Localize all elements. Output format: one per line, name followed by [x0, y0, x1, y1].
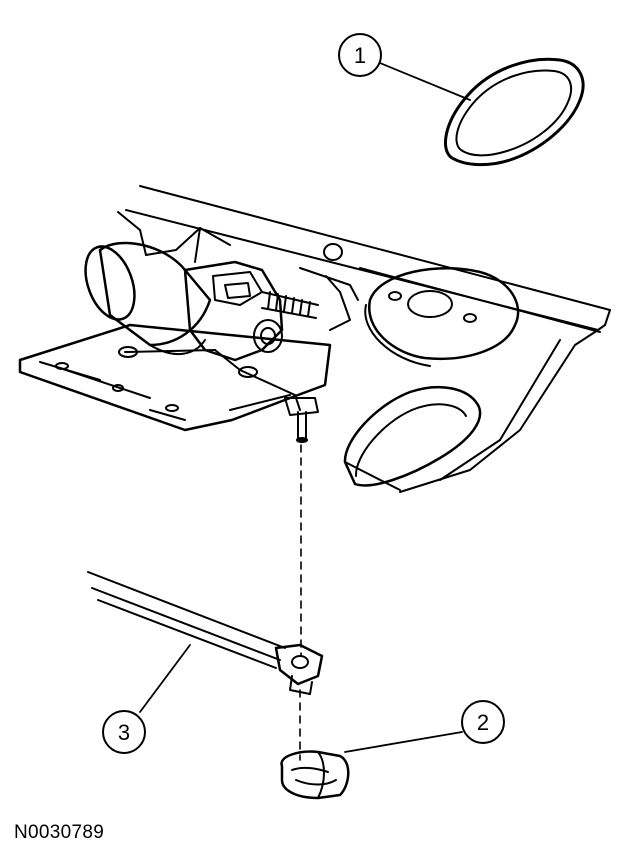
- gasket-part-1: [443, 57, 585, 167]
- alignment-line: [299, 444, 302, 761]
- callout-number-3: 3: [118, 720, 130, 745]
- callout-circle-3: [102, 710, 146, 754]
- body-panel: [117, 185, 611, 493]
- callout-circle-2: [461, 700, 505, 744]
- clip-part-2: [280, 750, 350, 800]
- wiper-motor-assembly: [18, 241, 332, 443]
- figure-id: N0030789: [14, 822, 105, 843]
- leader-line-3: [139, 644, 191, 713]
- leader-line-2: [344, 731, 463, 753]
- wiper-arm-part-3: [87, 571, 324, 695]
- callout-number-1: 1: [354, 43, 366, 68]
- leader-line-1: [379, 62, 471, 101]
- callout-number-2: 2: [477, 710, 489, 735]
- callout-circle-1: [338, 33, 382, 77]
